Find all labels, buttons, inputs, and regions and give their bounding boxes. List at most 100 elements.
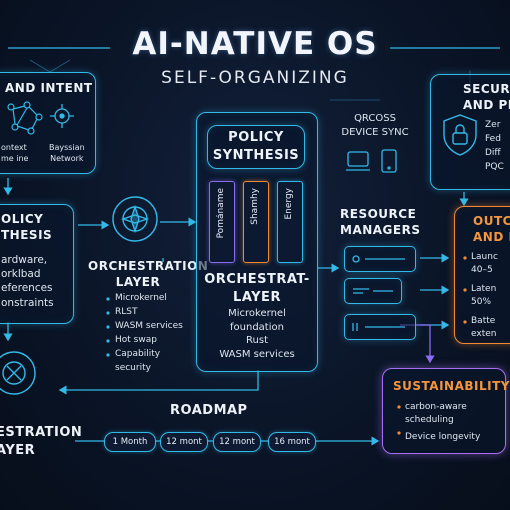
orchestration-compass-icon: [0, 351, 36, 395]
outcomes-item: Launc: [471, 252, 498, 262]
devices-icon: [346, 149, 397, 173]
sustainability-heading: SUSTAINABILITY: [393, 379, 510, 393]
sustainability-item: carbon-aware: [405, 402, 467, 412]
roadmap-milestone-4: 16 mont: [268, 432, 316, 452]
center-item: Microkernel: [228, 308, 286, 319]
compass-icon: [112, 196, 158, 242]
policy-left-card: OLICY THESIS ardware, orklbad eferences …: [0, 204, 74, 324]
policy-synthesis-heading: POLICY SYNTHESIS: [208, 129, 304, 164]
outcomes-item: 40–5: [471, 265, 493, 276]
resource-heading-line2: MANAGERS: [340, 223, 421, 238]
outcomes-heading: OUTC AND M: [473, 213, 510, 245]
roadmap-label: ROADMAP: [170, 403, 248, 418]
center-item: Rust: [246, 335, 268, 346]
context-label-line2: me ine: [1, 153, 29, 163]
orchestration-mid-item: RLST: [115, 306, 138, 317]
policy-left-heading-line2: THESIS: [1, 228, 53, 243]
bayesian-label-line1: Bayssian: [49, 143, 85, 152]
policy-left-list: ardware, orklbad eferences onstraints: [1, 253, 54, 310]
bayesian-label: Bayssian Network: [49, 143, 85, 165]
center-item: WASM services: [219, 348, 295, 360]
bar-energy: Energy: [277, 181, 303, 263]
outcomes-item: Laten: [471, 284, 497, 295]
policy-left-heading: OLICY THESIS: [1, 211, 52, 243]
bayesian-label-line2: Network: [50, 153, 84, 163]
outcomes-item: 50%: [471, 297, 492, 308]
orchestration-mid-list: Microkernel RLST WASM services Hot swap …: [115, 292, 183, 376]
outcomes-bullets: [463, 256, 467, 324]
center-orchestration-list: Microkernel foundation Rust WASM service…: [197, 307, 317, 361]
resource-manager-row-3: [344, 314, 416, 340]
outcomes-item: exten: [471, 329, 497, 340]
security-card: SECUR AND PR Zer Fed Diff PQC: [430, 74, 510, 190]
roadmap-milestone-1: 1 Month: [104, 432, 156, 452]
security-heading-line2: AND PR: [463, 98, 510, 113]
policy-left-item: orklbad: [1, 268, 41, 281]
orchestration-mid-item: WASM services: [115, 320, 183, 331]
resource-manager-row-2: [344, 278, 402, 304]
bar-energy-label: Energy: [284, 188, 294, 220]
security-item: Zer: [485, 120, 501, 130]
security-item: Fed: [485, 133, 501, 144]
roadmap-milestone-3: 12 mont: [213, 432, 261, 452]
device-sync-line1: QRCOSS: [354, 113, 396, 124]
sustainability-bullets: [397, 405, 401, 435]
roadmap-milestone-2: 12 mont: [160, 432, 208, 452]
sustainability-card: SUSTAINABILITY carbon-aware scheduling D…: [382, 368, 509, 454]
security-list: Zer Fed Diff PQC: [485, 119, 504, 175]
page-subtitle: SELF-ORGANIZING: [161, 68, 349, 88]
bar-performance-label: Pománame: [216, 188, 226, 239]
orchestration-mid-item: security: [115, 362, 151, 373]
intent-heading: AND INTENT: [5, 81, 93, 95]
security-item: Diff: [485, 147, 501, 158]
bottom-orchestration-line1: ESTRATION: [0, 425, 83, 440]
outcomes-list: Launc 40–5 Laten 50% Batte exten: [471, 251, 498, 341]
orchestration-mid-heading: ORCHESTRATION LAYER: [88, 258, 209, 290]
bottom-orchestration-heading: ESTRATION AYER: [0, 424, 82, 459]
security-item: PQC: [485, 161, 504, 172]
orchestration-mid-item: Microkernel: [115, 293, 167, 303]
policy-left-item: eferences: [1, 282, 53, 295]
outcomes-card: OUTC AND M Launc 40–5 Laten 50% Batte ex…: [454, 206, 510, 344]
center-orchestration-heading-line2: LAYER: [233, 289, 281, 305]
shield-lock-icon: [443, 114, 477, 156]
policy-synthesis-line1: POLICY: [228, 130, 284, 145]
security-heading: SECUR AND PR: [463, 81, 510, 113]
resource-row-glyph: [353, 288, 393, 294]
orchestration-mid-item: Hot swap: [115, 334, 157, 345]
resource-row-glyph: [352, 255, 405, 263]
sustainability-item: scheduling: [405, 415, 454, 426]
device-sync-line2: DEVICE SYNC: [341, 126, 409, 138]
orchestration-mid-heading-line1: ORCHESTRATION: [88, 259, 209, 273]
bar-stability-label: Shamhy: [250, 188, 260, 225]
bar-stability: Shamhy: [243, 181, 269, 263]
orchestration-mid-heading-line2: LAYER: [115, 275, 161, 290]
page-title: AI-NATIVE OS: [132, 26, 378, 62]
bayesian-node-icon: [50, 104, 74, 128]
center-orchestration-heading-line1: ORCHESTRAT-: [204, 272, 310, 287]
sustainability-list: carbon-aware scheduling Device longevity: [405, 401, 480, 444]
center-orchestration-heading: ORCHESTRAT- LAYER: [197, 271, 317, 306]
context-engine-label: ontext me ine: [1, 143, 28, 165]
bottom-orchestration-line2: AYER: [0, 442, 36, 458]
security-heading-line1: SECUR: [463, 82, 510, 96]
resource-manager-row-1: [344, 246, 416, 272]
sustainability-item: Device longevity: [405, 432, 481, 443]
network-graph-icon: [7, 101, 43, 135]
policy-synthesis-line2: SYNTHESIS: [212, 147, 300, 163]
bar-performance: Pománame: [209, 181, 235, 263]
orchestration-mid-item: Capability: [115, 348, 161, 359]
context-label-line1: ontext: [1, 143, 27, 152]
policy-left-item: ardware,: [1, 254, 48, 266]
device-sync-label: QRCOSS DEVICE SYNC: [330, 112, 420, 139]
policy-left-item: onstraints: [1, 296, 54, 309]
resource-row-glyph: [352, 323, 405, 331]
outcomes-heading-line2: AND M: [473, 230, 510, 245]
outcomes-item: Batte: [471, 316, 496, 327]
intent-card: AND INTENT ontext me ine Bayssian Networ…: [0, 72, 96, 174]
resource-heading: RESOURCE MANAGERS: [340, 206, 421, 238]
policy-synthesis-box: POLICY SYNTHESIS: [207, 125, 305, 169]
resource-heading-line1: RESOURCE: [340, 207, 417, 221]
center-item: foundation: [230, 321, 284, 333]
orchestration-bullets: [106, 297, 110, 357]
